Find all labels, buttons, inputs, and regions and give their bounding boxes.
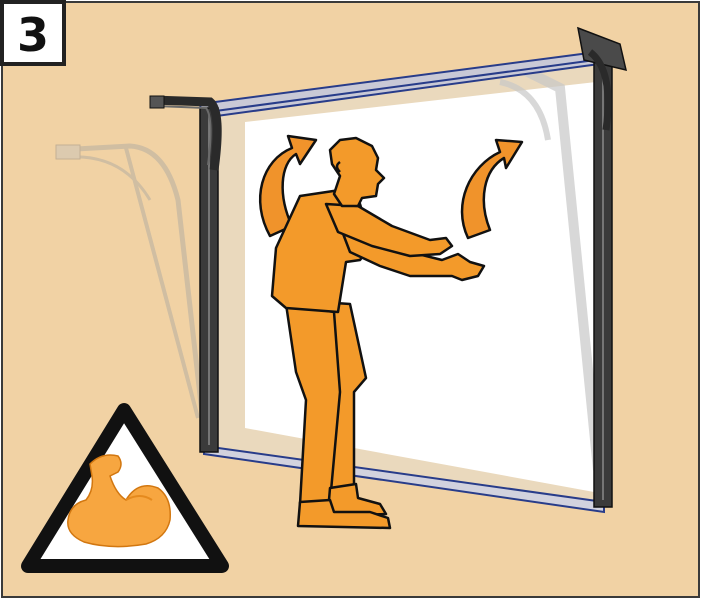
step-number: 3 xyxy=(17,8,49,62)
step-number-badge: 3 xyxy=(2,2,64,64)
